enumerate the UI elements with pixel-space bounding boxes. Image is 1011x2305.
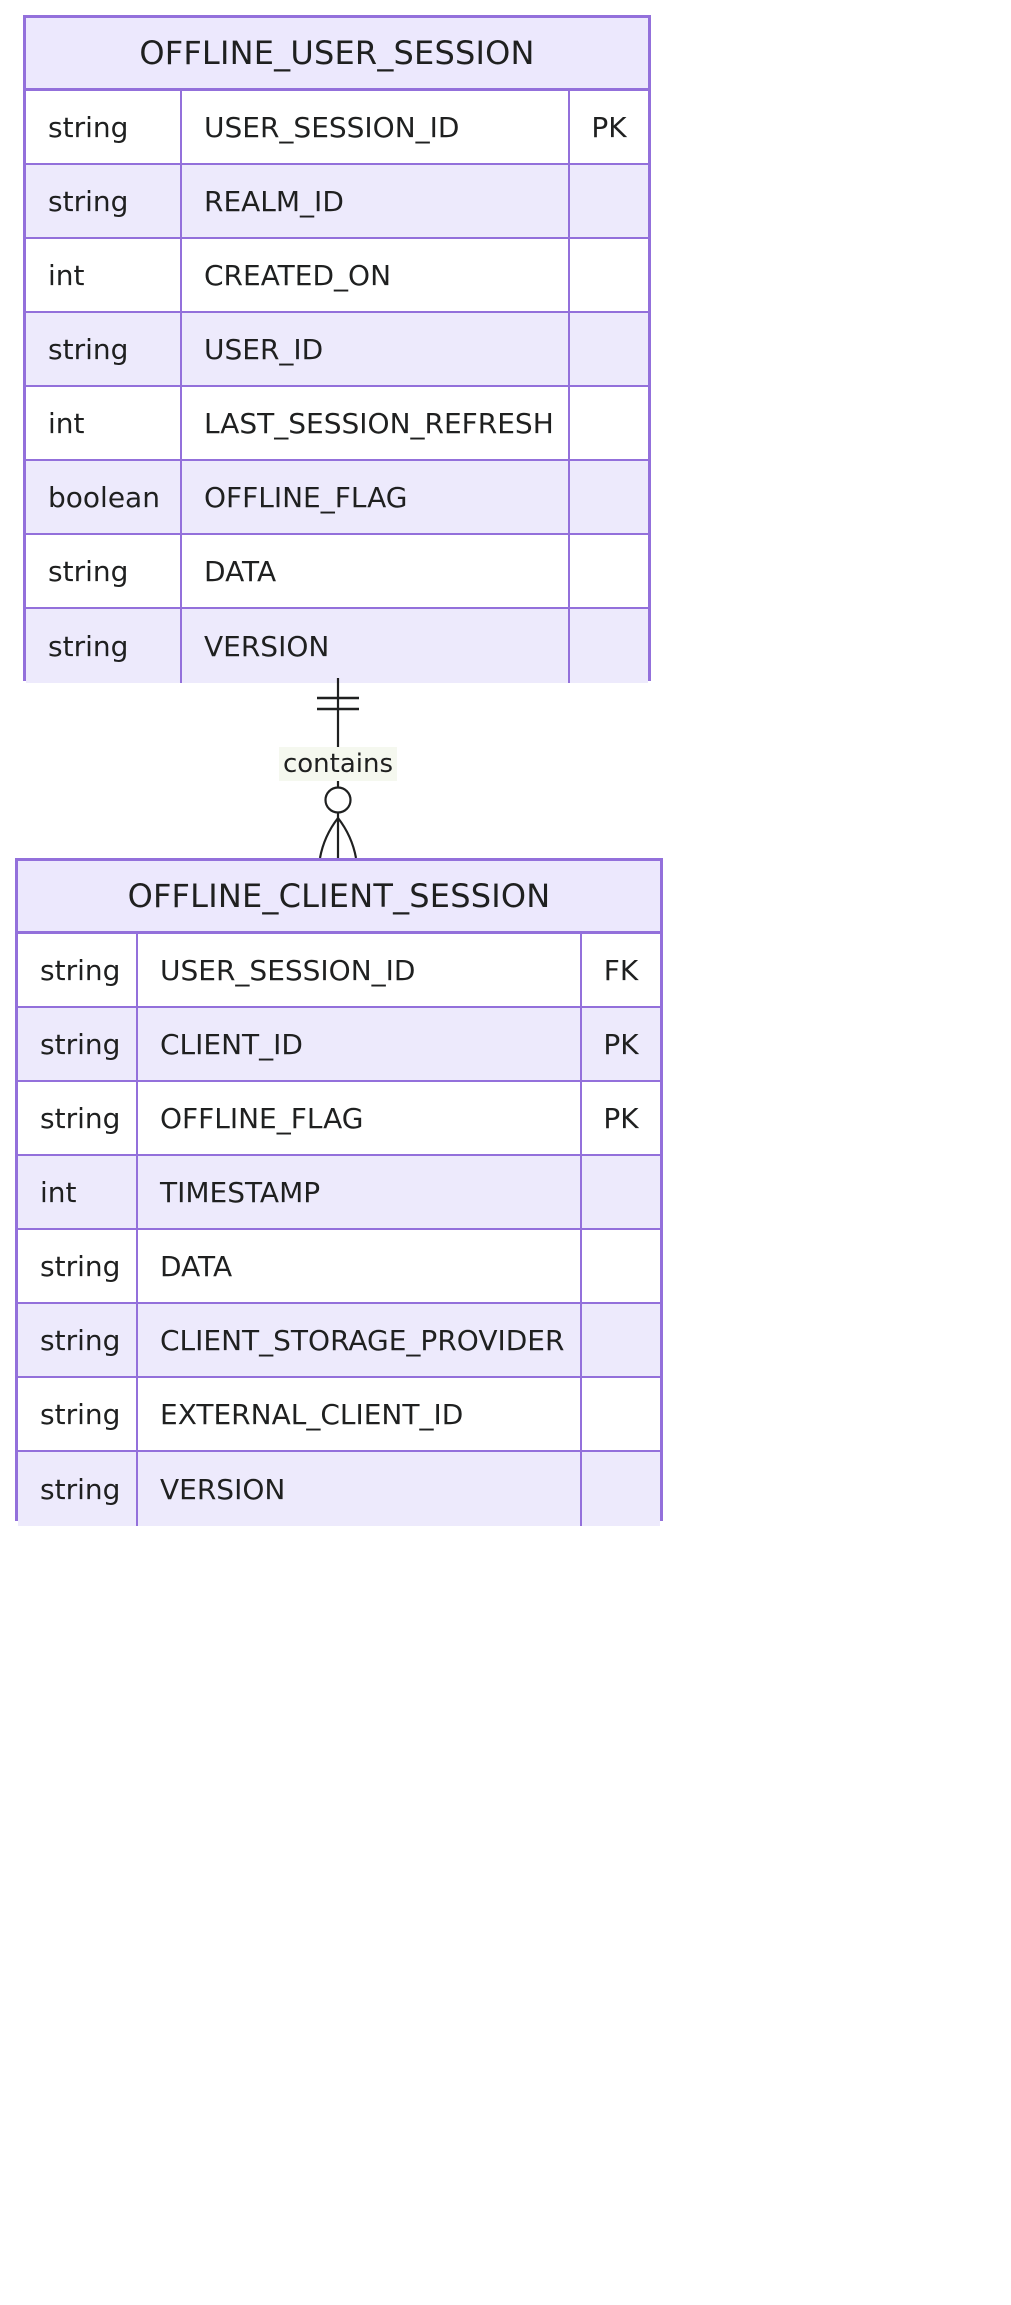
attribute-row[interactable]: string OFFLINE_FLAG PK: [18, 1082, 660, 1156]
attribute-row[interactable]: int TIMESTAMP: [18, 1156, 660, 1230]
attribute-type: string: [18, 1378, 138, 1450]
attribute-name: CLIENT_ID: [138, 1008, 582, 1080]
attribute-key: FK: [603, 953, 639, 987]
entity-title-offline-user-session: OFFLINE_USER_SESSION: [26, 18, 648, 91]
attribute-type: string: [18, 934, 138, 1006]
attribute-name: DATA: [138, 1230, 582, 1302]
attribute-name: TIMESTAMP: [138, 1156, 582, 1228]
entity-title-offline-client-session: OFFLINE_CLIENT_SESSION: [18, 861, 660, 934]
attribute-name: REALM_ID: [182, 165, 570, 237]
attribute-key: [570, 461, 648, 533]
attribute-row[interactable]: string USER_SESSION_ID PK: [26, 91, 648, 165]
entity-offline-user-session[interactable]: OFFLINE_USER_SESSION string USER_SESSION…: [23, 15, 651, 683]
attribute-key: PK: [591, 110, 627, 144]
attribute-row[interactable]: string VERSION: [26, 609, 648, 683]
attribute-key: PK: [603, 1101, 639, 1135]
attribute-name: USER_SESSION_ID: [138, 934, 582, 1006]
attribute-row[interactable]: string DATA: [18, 1230, 660, 1304]
attribute-key: [582, 1452, 660, 1526]
attribute-type: boolean: [26, 461, 182, 533]
attribute-type: string: [18, 1008, 138, 1080]
attribute-type: string: [18, 1082, 138, 1154]
attribute-name: OFFLINE_FLAG: [182, 461, 570, 533]
attribute-key: [570, 313, 648, 385]
attribute-name: VERSION: [138, 1452, 582, 1526]
attribute-key: [570, 387, 648, 459]
attribute-row[interactable]: int LAST_SESSION_REFRESH: [26, 387, 648, 461]
attribute-row[interactable]: string EXTERNAL_CLIENT_ID: [18, 1378, 660, 1452]
attribute-key: [570, 239, 648, 311]
attribute-type: string: [26, 165, 182, 237]
attribute-type: string: [18, 1452, 138, 1526]
attribute-row[interactable]: string CLIENT_STORAGE_PROVIDER: [18, 1304, 660, 1378]
attribute-type: int: [18, 1156, 138, 1228]
attribute-key: [570, 535, 648, 607]
attribute-key: [582, 1230, 660, 1302]
attribute-row[interactable]: string USER_SESSION_ID FK: [18, 934, 660, 1008]
attribute-key: PK: [603, 1027, 639, 1061]
attribute-row[interactable]: boolean OFFLINE_FLAG: [26, 461, 648, 535]
entity-offline-client-session[interactable]: OFFLINE_CLIENT_SESSION string USER_SESSI…: [15, 858, 663, 1526]
attribute-type: string: [26, 609, 182, 683]
attribute-row[interactable]: string CLIENT_ID PK: [18, 1008, 660, 1082]
attribute-key: [582, 1156, 660, 1228]
attribute-type: string: [18, 1230, 138, 1302]
attribute-type: string: [26, 313, 182, 385]
attribute-name: DATA: [182, 535, 570, 607]
attribute-row[interactable]: string REALM_ID: [26, 165, 648, 239]
attribute-key: [582, 1304, 660, 1376]
attribute-key: [570, 165, 648, 237]
attribute-name: CREATED_ON: [182, 239, 570, 311]
attribute-key: [570, 609, 648, 683]
attribute-row[interactable]: string USER_ID: [26, 313, 648, 387]
attribute-name: USER_SESSION_ID: [182, 91, 570, 163]
attribute-type: string: [18, 1304, 138, 1376]
attribute-name: USER_ID: [182, 313, 570, 385]
attribute-row[interactable]: string VERSION: [18, 1452, 660, 1526]
attribute-type: string: [26, 535, 182, 607]
attribute-name: VERSION: [182, 609, 570, 683]
attribute-row[interactable]: int CREATED_ON: [26, 239, 648, 313]
attribute-type: int: [26, 387, 182, 459]
attribute-type: string: [26, 91, 182, 163]
attribute-name: EXTERNAL_CLIENT_ID: [138, 1378, 582, 1450]
attribute-row[interactable]: string DATA: [26, 535, 648, 609]
relationship-connector-contains[interactable]: [262, 678, 414, 860]
attribute-name: LAST_SESSION_REFRESH: [182, 387, 570, 459]
attribute-name: OFFLINE_FLAG: [138, 1082, 582, 1154]
attribute-type: int: [26, 239, 182, 311]
attribute-name: CLIENT_STORAGE_PROVIDER: [138, 1304, 582, 1376]
attribute-key: [582, 1378, 660, 1450]
